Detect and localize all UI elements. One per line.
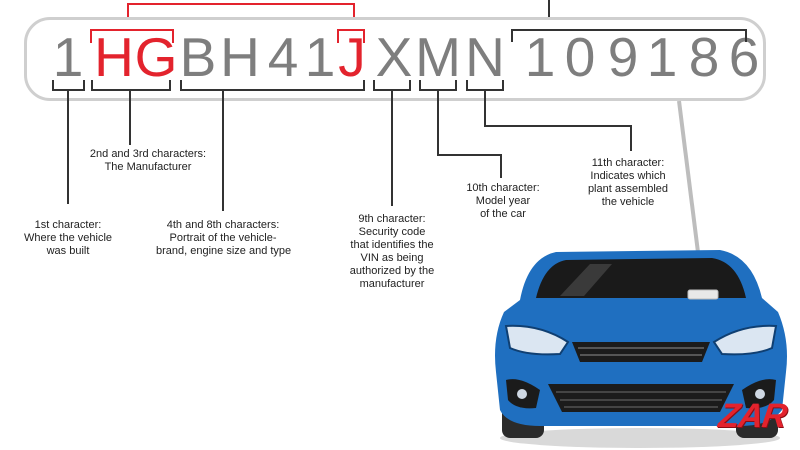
vin-char-4: B bbox=[179, 26, 217, 88]
vin-char-14: 9 bbox=[607, 26, 639, 88]
left-headlight bbox=[504, 324, 570, 356]
manufacturer-top-bracket bbox=[127, 3, 355, 17]
ninth-char-bracket bbox=[373, 80, 411, 91]
vin-char-17: 6 bbox=[728, 26, 760, 88]
eleventh-char-leader bbox=[484, 90, 632, 151]
eleventh-char-bracket bbox=[466, 80, 504, 91]
vin-char-12: 1 bbox=[524, 26, 556, 88]
tenth-char-leader bbox=[437, 90, 502, 178]
first-char-bracket bbox=[52, 80, 85, 91]
manufacturer-bottom-bracket bbox=[91, 80, 171, 91]
car-shadow bbox=[500, 428, 780, 448]
serial-group-bracket bbox=[511, 29, 747, 42]
right-fog-lamp bbox=[755, 389, 765, 399]
vin-char-8: J bbox=[338, 26, 366, 88]
vin-char-7: 1 bbox=[304, 26, 336, 88]
vin-char-5: H bbox=[220, 26, 260, 88]
vin-char-9: X bbox=[375, 26, 413, 88]
vin-char-10: M bbox=[415, 26, 461, 88]
vin-sticker bbox=[687, 289, 719, 300]
vin-char-2: H bbox=[94, 26, 134, 88]
fourth-eighth-bracket bbox=[180, 80, 365, 91]
vin-char-13: 0 bbox=[564, 26, 596, 88]
car-illustration bbox=[495, 250, 787, 448]
right-headlight bbox=[712, 324, 778, 356]
vin-char-16: 8 bbox=[688, 26, 720, 88]
manufacturer-group-bracket bbox=[90, 29, 174, 43]
vin-char-6: 4 bbox=[267, 26, 299, 88]
vin-char-1: 1 bbox=[52, 26, 84, 88]
left-fog-lamp bbox=[517, 389, 527, 399]
zar-logo: ZAR bbox=[716, 397, 789, 435]
label-manufacturer: 2nd and 3rd characters:The Manufacturer bbox=[89, 148, 207, 173]
vin-char-15: 1 bbox=[646, 26, 678, 88]
eighth-char-bracket bbox=[337, 29, 365, 43]
tenth-char-bracket bbox=[419, 80, 457, 91]
label-fourth-eighth: 4th and 8th characters:Portrait of the v… bbox=[156, 219, 292, 257]
upper-grille bbox=[572, 342, 710, 362]
windshield-reflection bbox=[560, 264, 612, 296]
vin-char-11: N bbox=[465, 26, 505, 88]
vin-char-3: G bbox=[134, 26, 178, 88]
